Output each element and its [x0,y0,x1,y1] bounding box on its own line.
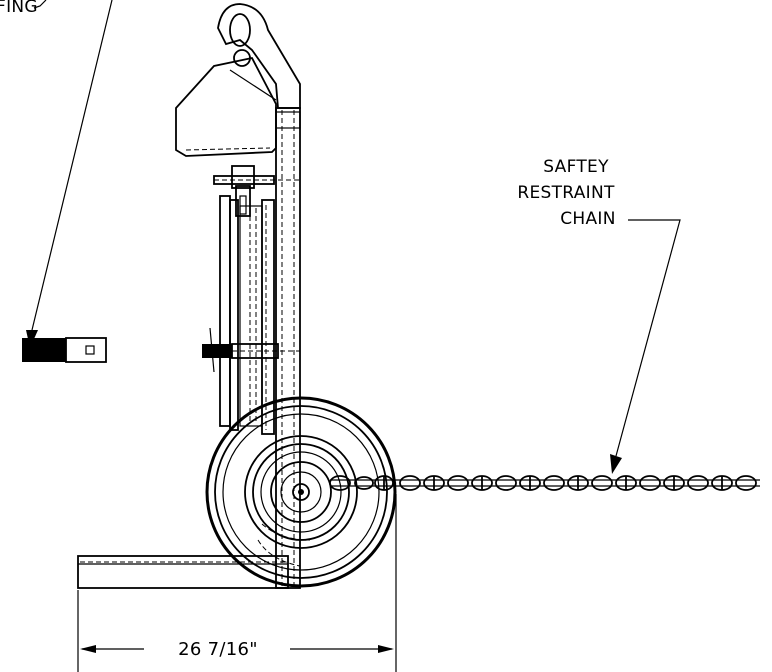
reel-axle [202,327,300,373]
label-fragment: FING [0,0,38,17]
detached-pin-part [22,337,107,363]
base-plate [77,555,289,589]
lifting-eye [217,3,301,109]
wheel [205,396,397,588]
upper-plate [175,56,277,157]
chain-label-line3: CHAIN [560,209,616,229]
safety-restraint-chain [329,475,760,491]
dimension-width [77,494,397,672]
chain-label-line1: SAFTEY [543,157,609,177]
reel-plates [219,195,275,435]
leader-line-left [31,0,113,331]
dimension-label: 26 7/16" [178,639,258,660]
reel-clamp [213,165,300,217]
label-leader-tail [33,0,47,9]
leader-arrowhead-chain [610,454,622,474]
chain-label-line2: RESTRAINT [517,183,615,203]
leader-line-chain [615,219,681,457]
